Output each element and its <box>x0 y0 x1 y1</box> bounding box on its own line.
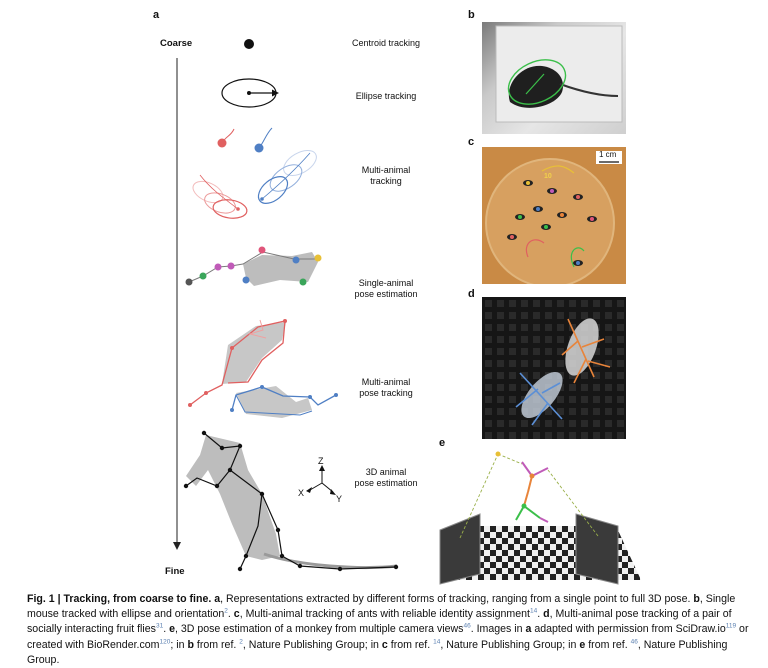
caption-ref[interactable]: 14 <box>433 638 441 646</box>
label-line: pose estimation <box>354 289 418 299</box>
caption-figure-title: Fig. 1 | Tracking, from coarse to fine. <box>27 593 212 605</box>
caption-ref[interactable]: 14 <box>529 607 538 615</box>
caption-letter: c <box>381 638 388 651</box>
caption-text: from ref. <box>390 638 431 651</box>
label-ellipse-tracking: Ellipse tracking <box>355 91 417 101</box>
axis-arrowhead <box>173 542 181 550</box>
caption-letter: b <box>187 638 194 651</box>
label-centroid-tracking: Centroid tracking <box>351 38 421 48</box>
panel-c-letter: c <box>468 136 475 148</box>
label-multi-animal-pose: Multi-animal pose tracking <box>316 377 456 399</box>
mouse-photo <box>482 22 626 134</box>
axis-x-label: X <box>298 488 305 498</box>
caption-text: adapted with permission from SciDraw.io <box>534 623 726 636</box>
monkey-3d-rig <box>436 448 646 586</box>
multi-animal-tracking-glyph <box>192 127 317 219</box>
caption-letter: c <box>233 608 240 621</box>
caption-text: . Images in <box>470 623 523 636</box>
panel-d-letter: d <box>468 288 475 300</box>
caption-letter: b <box>693 593 700 605</box>
caption-text: , Multi-animal pose tracking of a pair o… <box>27 608 732 636</box>
caption-ref[interactable]: 120 <box>159 638 171 646</box>
label-line: pose tracking <box>359 388 413 398</box>
caption-letter: e <box>579 638 586 651</box>
caption-ref[interactable]: 2 <box>224 607 228 615</box>
ellipse-glyph <box>221 78 279 108</box>
caption-ref[interactable]: 119 <box>725 622 737 630</box>
label-line: 3D animal <box>365 467 407 477</box>
caption-ref[interactable]: 2 <box>239 638 243 646</box>
label-line: Multi-animal <box>361 165 411 175</box>
xyz-axes-icon <box>306 465 336 495</box>
figure: a b c d e Coarse Fine <box>153 9 646 586</box>
caption-text: from ref. <box>588 638 628 651</box>
single-animal-pose-glyph <box>185 246 322 286</box>
label-line: tracking <box>370 176 402 186</box>
label-single-animal-pose: Single-animal pose estimation <box>316 278 456 300</box>
caption-text: , Nature Publishing Group; in <box>242 638 379 651</box>
panel-e-letter: e <box>439 437 446 449</box>
panel-a-drawings <box>173 39 399 572</box>
axis-coarse-label: Coarse <box>160 38 193 49</box>
fruit-flies-photo <box>482 297 626 439</box>
ant-arena-photo: 1 cm 10 <box>482 147 626 284</box>
caption-text: , Representations extracted by different… <box>220 593 691 605</box>
3d-pose-glyph <box>183 430 399 572</box>
caption-text: , Nature Publishing Group; in <box>440 638 577 651</box>
label-multi-animal-tracking: Multi-animal tracking <box>316 165 456 187</box>
figure-caption: Fig. 1 | Tracking, from coarse to fine. … <box>27 593 749 666</box>
caption-text: from ref. <box>196 638 237 651</box>
label-line: pose estimation <box>354 478 418 488</box>
label-line: Single-animal <box>358 278 414 288</box>
caption-ref[interactable]: 46 <box>630 638 638 646</box>
axis-z-label: Z <box>318 456 324 466</box>
centroid-dot <box>244 39 254 49</box>
label-3d-pose: 3D animal pose estimation <box>316 467 456 489</box>
caption-text: , 3D pose estimation of a monkey from mu… <box>174 623 464 636</box>
multi-animal-pose-glyph <box>188 319 338 418</box>
caption-text: , Multi-animal tracking of ants with rel… <box>239 608 530 621</box>
caption-letter: a <box>214 593 221 605</box>
panel-b-letter: b <box>468 9 475 21</box>
caption-letter: e <box>169 623 175 636</box>
caption-text: , Single mouse tracked with ellipse and … <box>27 593 736 621</box>
ant-id-label: 10 <box>544 173 552 180</box>
caption-ref[interactable]: 31 <box>155 622 164 630</box>
axis-fine-label: Fine <box>165 566 185 577</box>
caption-text: or created with BioRender.com <box>27 623 749 651</box>
caption-text: ; in <box>170 638 185 651</box>
axis-y-label: Y <box>336 494 343 504</box>
caption-letter: d <box>543 608 550 621</box>
panel-a-letter: a <box>153 9 160 21</box>
scale-bar-label: 1 cm <box>599 150 617 159</box>
label-line: Multi-animal <box>361 377 411 387</box>
caption-ref[interactable]: 46 <box>463 622 471 630</box>
caption-letter: a <box>525 623 532 636</box>
